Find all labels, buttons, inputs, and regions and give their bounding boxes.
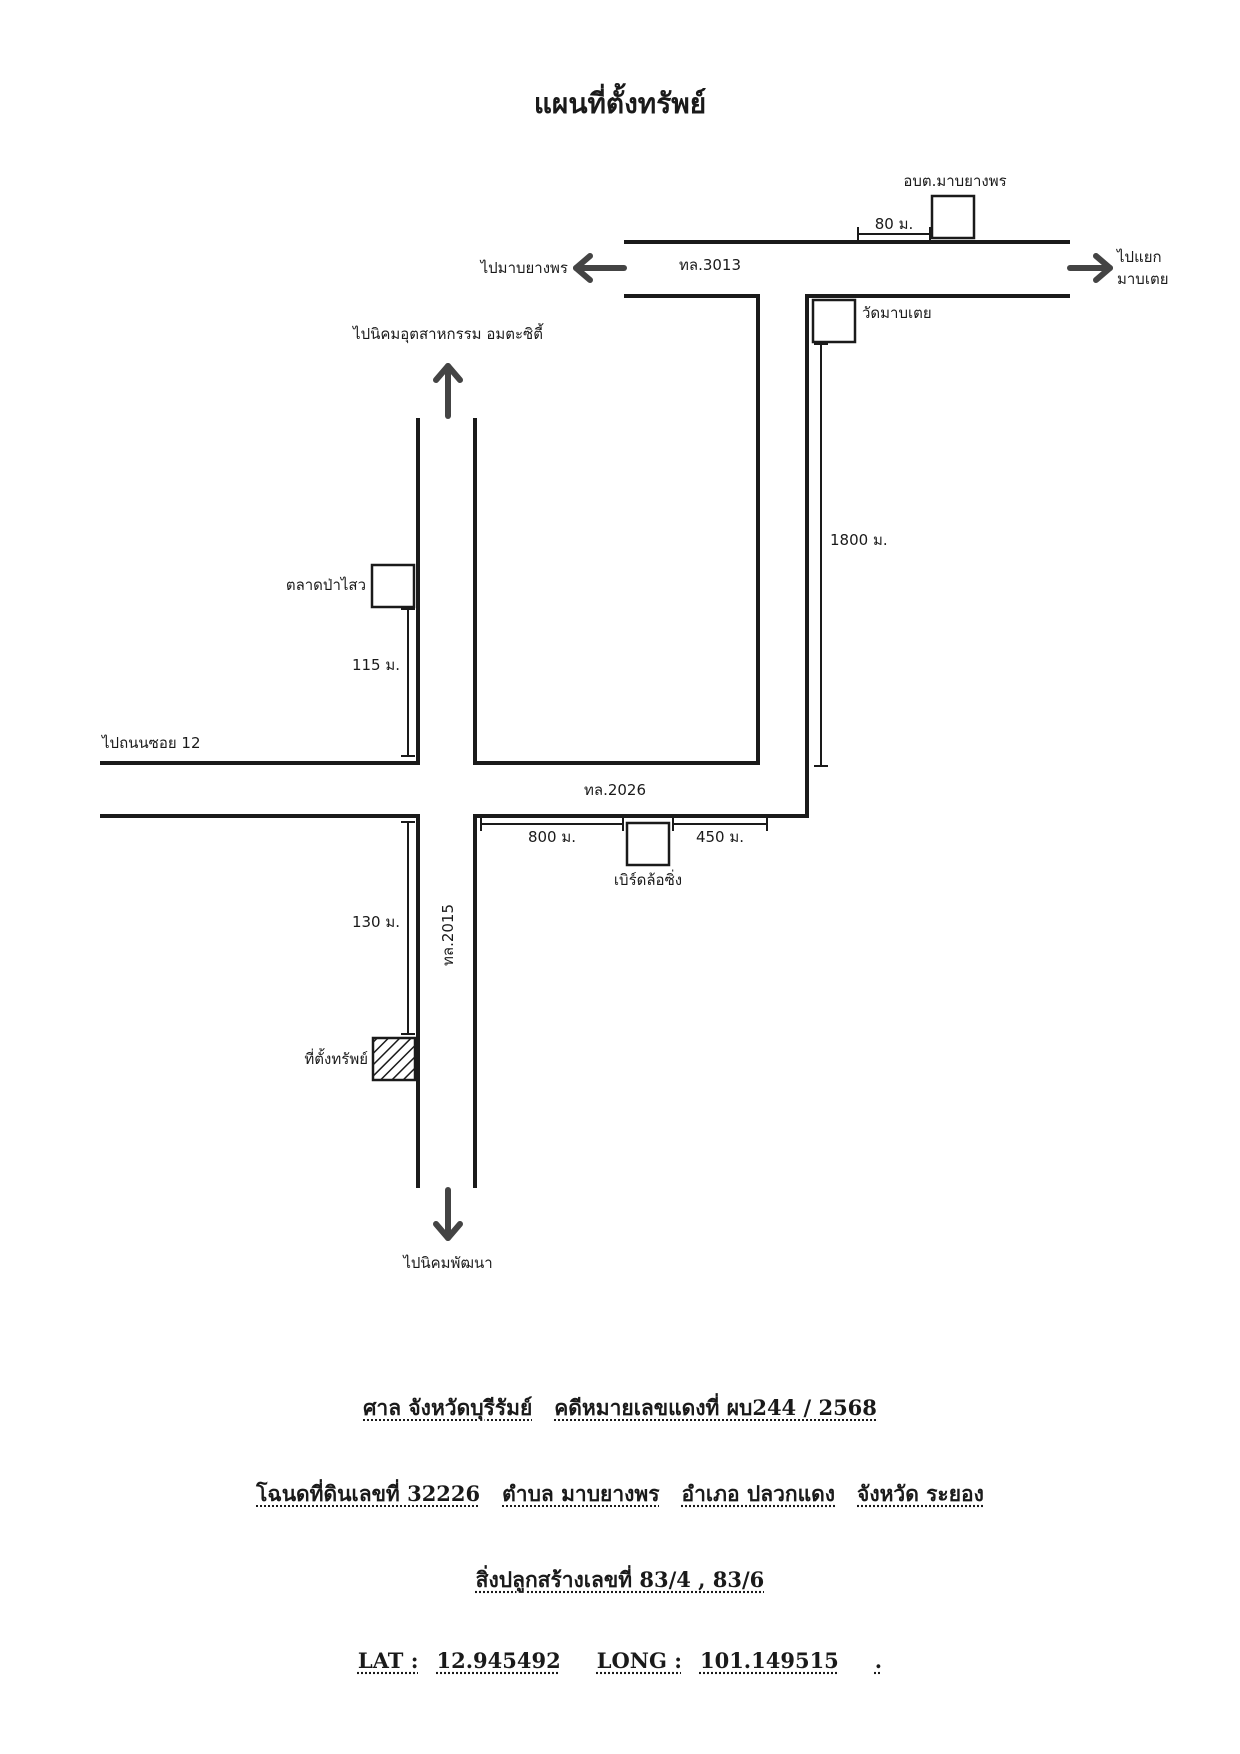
label-to-soi12: ไปถนนซอย 12	[101, 734, 201, 752]
court-name: ศาล จังหวัดบุรีรัมย์	[363, 1395, 533, 1420]
province: จังหวัด ระยอง	[857, 1481, 984, 1506]
dimension-bird-east	[672, 817, 768, 831]
label-wat-mabtoei: วัดมาบเตย	[862, 304, 932, 322]
label-to-mabtoei-line2: มาบเตย	[1117, 270, 1169, 288]
arrow-north-icon	[433, 363, 463, 419]
building-numbers: สิ่งปลูกสร้างเลขที่ 83/4 , 83/6	[475, 1567, 765, 1592]
lat-value: 12.945492	[436, 1648, 561, 1673]
label-pasao-market: ตลาดป่าไสว	[286, 576, 366, 594]
label-property-site: ที่ตั้งทรัพย์	[304, 1048, 368, 1068]
road-2026-south-edge-west	[100, 814, 420, 1188]
building-number-line: สิ่งปลูกสร้างเลขที่ 83/4 , 83/6	[0, 1564, 1240, 1597]
road-3013-south-edge-west	[473, 294, 760, 765]
label-sao-office: อบต.มาบยางพร	[903, 172, 1006, 190]
end-mark: .	[874, 1648, 883, 1673]
label-property-distance: 130 ม.	[352, 913, 400, 931]
wat-mabtoei-box	[811, 298, 857, 344]
arrow-west-icon	[573, 253, 627, 283]
subdistrict: ตำบล มาบยางพร	[502, 1481, 660, 1506]
label-bird-racing: เบิร์ดล้อซิ่ง	[614, 869, 682, 889]
label-market-distance: 115 ม.	[352, 656, 400, 674]
label-to-amata-city: ไปนิคมอุตสาหกรรม อมตะซิตี้	[352, 323, 544, 344]
location-map: อบต.มาบยางพร 80 ม. ไปมาบยางพร ทล.3013 ไป…	[100, 172, 1169, 1272]
lat-label: LAT :	[357, 1648, 419, 1673]
long-label: LONG :	[596, 1648, 682, 1673]
court-case-line: ศาล จังหวัดบุรีรัมย์ คดีหมายเลขแดงที่ ผบ2…	[0, 1392, 1240, 1425]
label-road-2026: ทล.2026	[584, 781, 646, 799]
label-wat-distance: 1800 ม.	[830, 531, 888, 549]
long-value: 101.149515	[699, 1648, 839, 1673]
bird-racing-box	[625, 821, 671, 867]
arrow-south-icon	[433, 1187, 463, 1241]
district: อำเภอ ปลวกแดง	[681, 1481, 836, 1506]
label-to-pattana-estate: ไปนิคมพัฒนา	[402, 1254, 492, 1272]
road-2015-west-edge-north	[100, 418, 420, 765]
label-bird-west-distance: 800 ม.	[528, 828, 576, 846]
arrow-east-icon	[1067, 253, 1113, 283]
case-number: คดีหมายเลขแดงที่ ผบ244 / 2568	[554, 1395, 877, 1420]
title-deed-line: โฉนดที่ดินเลขที่ 32226 ตำบล มาบยางพร อำเภอ…	[0, 1478, 1240, 1511]
deed-number: โฉนดที่ดินเลขที่ 32226	[256, 1481, 481, 1506]
dimension-property	[401, 821, 415, 1035]
label-bird-east-distance: 450 ม.	[696, 828, 744, 846]
dimension-sao-office	[857, 227, 931, 241]
dimension-wat-mabtoei	[814, 343, 828, 767]
coordinates-line: LAT : 12.945492 LONG : 101.149515.	[0, 1648, 1240, 1673]
label-to-mabtoei-line1: ไปแยก	[1116, 248, 1162, 266]
dimension-bird-west	[480, 817, 624, 831]
sao-office-box	[930, 194, 976, 240]
label-road-3013: ทล.3013	[679, 256, 741, 274]
label-sao-office-distance: 80 ม.	[875, 215, 914, 233]
label-road-2015: ทล.2015	[439, 904, 457, 966]
property-site-marker	[371, 1036, 417, 1082]
road-3013-south-edge-east	[473, 294, 1070, 1188]
page-title: แผนที่ตั้งทรัพย์	[533, 87, 707, 120]
pasao-market-box	[370, 563, 416, 609]
label-to-mabyangporn: ไปมาบยางพร	[480, 259, 568, 277]
dimension-market	[401, 608, 415, 757]
